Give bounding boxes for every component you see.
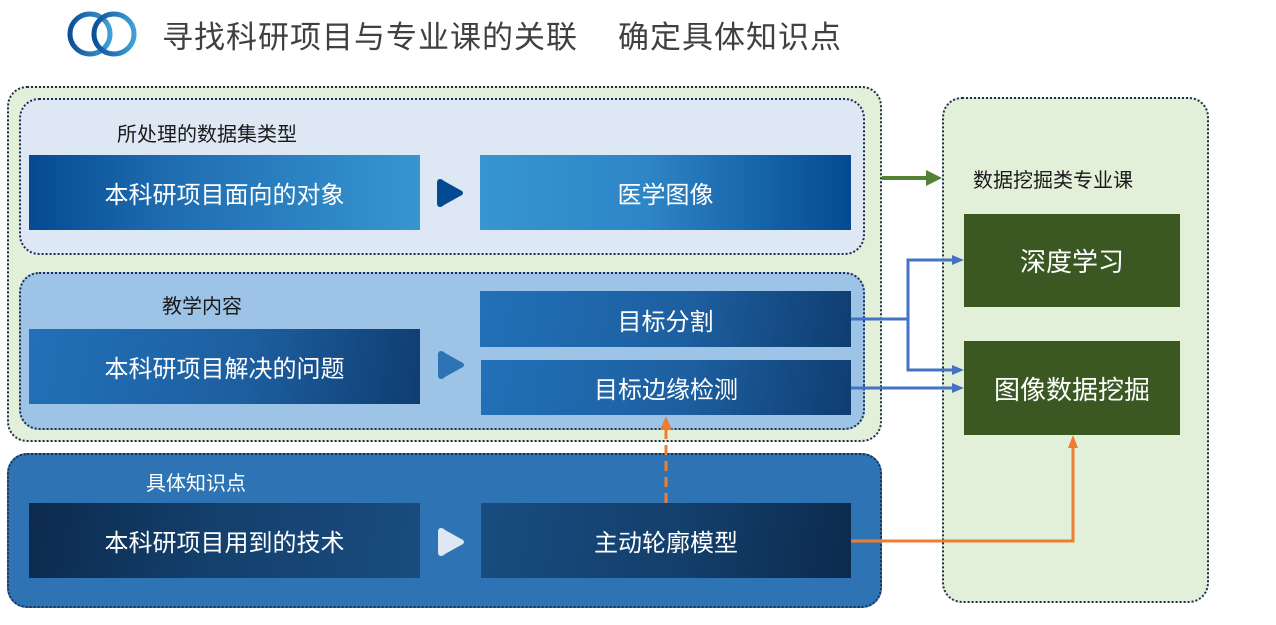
interlocking-rings-icon bbox=[67, 11, 137, 57]
course-deep-learning: 深度学习 bbox=[964, 214, 1180, 307]
target-segmentation-box: 目标分割 bbox=[480, 291, 851, 347]
header: 寻找科研项目与专业课的关联 确定具体知识点 bbox=[66, 8, 842, 60]
active-contour-box: 主动轮廓模型 bbox=[481, 503, 851, 578]
title-main: 寻找科研项目与专业课的关联 bbox=[162, 19, 578, 56]
courses-label: 数据挖掘类专业课 bbox=[973, 168, 1133, 192]
play-arrow-icon bbox=[437, 179, 463, 207]
blue-arrow-to-image-mining-2 bbox=[851, 383, 964, 393]
project-technique-box: 本科研项目用到的技术 bbox=[29, 503, 420, 578]
page-title: 寻找科研项目与专业课的关联 确定具体知识点 bbox=[162, 12, 842, 57]
title-sub: 确定具体知识点 bbox=[618, 19, 842, 56]
section-label: 教学内容 bbox=[162, 294, 242, 318]
green-arrow bbox=[882, 170, 942, 186]
section-label: 所处理的数据集类型 bbox=[117, 122, 297, 146]
blue-arrow-to-image-mining-1 bbox=[906, 319, 964, 375]
play-arrow-icon bbox=[438, 528, 464, 556]
section-label: 具体知识点 bbox=[146, 471, 246, 495]
project-problem-box: 本科研项目解决的问题 bbox=[29, 329, 420, 404]
project-object-box: 本科研项目面向的对象 bbox=[29, 155, 420, 230]
edge-detection-box: 目标边缘检测 bbox=[481, 360, 851, 415]
medical-image-box: 医学图像 bbox=[480, 155, 851, 230]
blue-arrow-to-deep-learning bbox=[851, 255, 964, 321]
orange-arrow-to-image-mining bbox=[851, 435, 1078, 543]
orange-dashed-arrow bbox=[660, 416, 672, 503]
play-arrow-icon bbox=[438, 351, 464, 379]
course-image-data-mining: 图像数据挖掘 bbox=[964, 341, 1180, 435]
